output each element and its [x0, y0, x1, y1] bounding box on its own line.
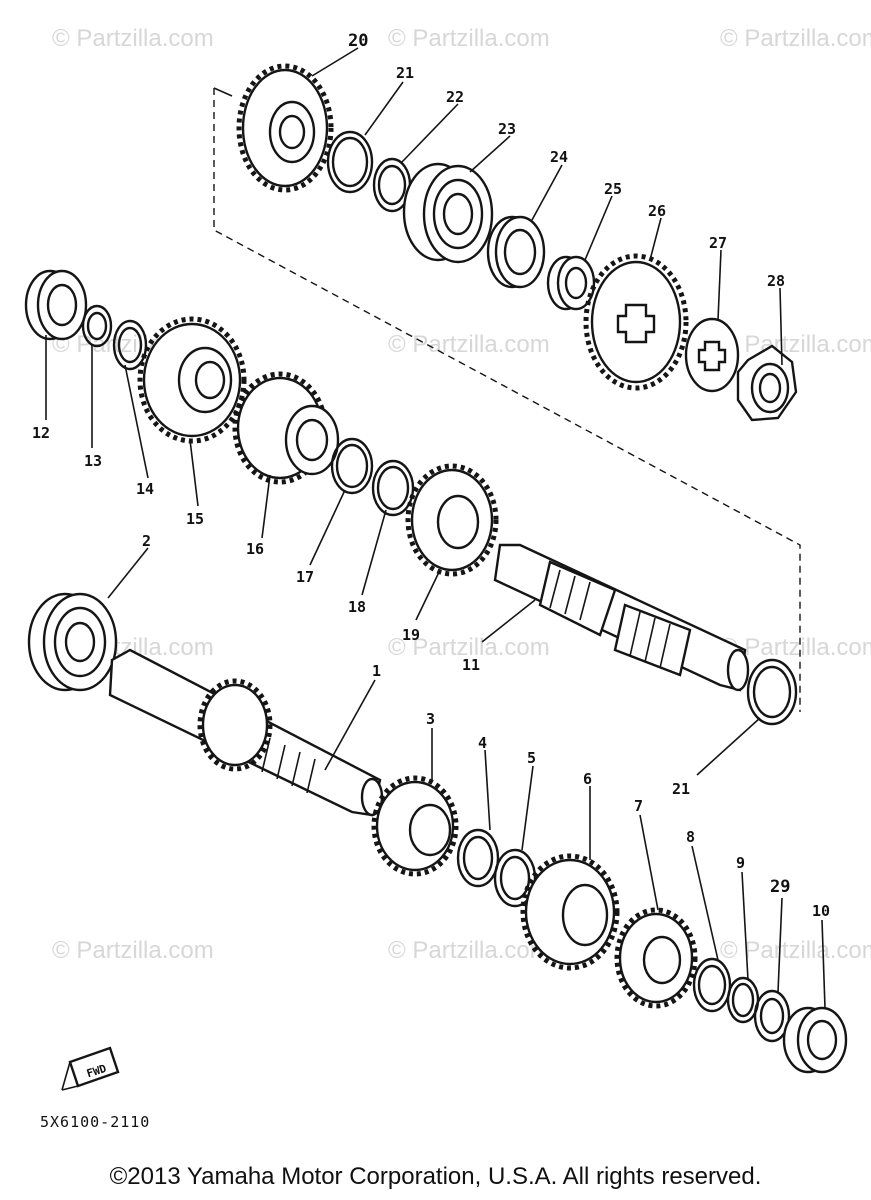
- fwd-label: FWD: [85, 1062, 108, 1081]
- watermark: © Partzilla.com: [52, 25, 214, 52]
- part-label-2: 2: [142, 532, 151, 550]
- part-8-washer[interactable]: [692, 957, 732, 1013]
- part-label-3: 3: [426, 710, 435, 728]
- part-27-lock-washer[interactable]: [684, 317, 740, 393]
- watermark: © Partzilla.com: [388, 331, 550, 358]
- part-18-washer[interactable]: [371, 459, 415, 517]
- part-12-bearing[interactable]: [24, 269, 88, 341]
- part-label-19: 19: [402, 626, 420, 644]
- fwd-arrow-icon: FWD: [61, 1046, 120, 1091]
- diagram-code: 5X6100-2110: [40, 1113, 151, 1131]
- part-label-7: 7: [634, 797, 643, 815]
- part-23-bearing[interactable]: [402, 162, 494, 264]
- part-label-12: 12: [32, 424, 50, 442]
- part-26-sprocket[interactable]: [583, 253, 689, 391]
- part-label-10: 10: [812, 902, 830, 920]
- part-label-8: 8: [686, 828, 695, 846]
- watermark: © Partzilla.com: [720, 937, 871, 964]
- part-label-9: 9: [736, 854, 745, 872]
- part-7-gear[interactable]: [614, 907, 698, 1009]
- part-label-28: 28: [767, 272, 785, 290]
- part-label-27: 27: [709, 234, 727, 252]
- part-1-main-axle[interactable]: [108, 648, 384, 817]
- part-label-21-lower: 21: [672, 780, 690, 798]
- watermark: © Partzilla.com: [388, 25, 550, 52]
- part-20-gear[interactable]: [236, 63, 334, 193]
- part-label-1: 1: [372, 662, 381, 680]
- bracket-tick: [213, 87, 233, 97]
- part-label-6: 6: [583, 770, 592, 788]
- part-label-15: 15: [186, 510, 204, 528]
- part-2-bearing[interactable]: [27, 592, 118, 692]
- part-5-circlip[interactable]: [493, 848, 537, 908]
- part-label-29: 29: [770, 877, 790, 897]
- part-labels: 20 21 22 23 24 25 26 27 28 12 13 14 15 1…: [32, 31, 830, 920]
- part-label-25: 25: [604, 180, 622, 198]
- part-label-20: 20: [348, 31, 368, 51]
- part-10-bearing[interactable]: [782, 1006, 848, 1074]
- part-15-gear[interactable]: [137, 316, 247, 444]
- part-label-16: 16: [246, 540, 264, 558]
- part-4-washer[interactable]: [456, 828, 500, 888]
- part-16-gear[interactable]: [232, 371, 340, 485]
- part-13-circlip[interactable]: [81, 304, 113, 348]
- leader-lines: [45, 47, 826, 1009]
- part-9-circlip[interactable]: [726, 976, 760, 1024]
- part-label-11: 11: [462, 656, 480, 674]
- watermark: © Partzilla.com: [388, 634, 550, 661]
- part-label-4: 4: [478, 734, 487, 752]
- part-17-circlip[interactable]: [330, 437, 374, 495]
- part-14-washer[interactable]: [112, 319, 148, 371]
- part-label-18: 18: [348, 598, 366, 616]
- watermark: © Partzilla.com: [720, 331, 871, 358]
- part-29-washer[interactable]: [753, 989, 791, 1043]
- part-19-gear[interactable]: [405, 463, 499, 577]
- part-label-17: 17: [296, 568, 314, 586]
- watermark: © Partzilla.com: [388, 937, 550, 964]
- watermark: © Partzilla.com: [52, 937, 214, 964]
- part-21-circlip-lower[interactable]: [746, 658, 798, 726]
- copyright-notice: ©2013 Yamaha Motor Corporation, U.S.A. A…: [109, 1163, 762, 1190]
- part-label-24: 24: [550, 148, 568, 166]
- part-label-22: 22: [446, 88, 464, 106]
- part-label-21: 21: [396, 64, 414, 82]
- part-label-5: 5: [527, 749, 536, 767]
- part-24-oil-seal[interactable]: [486, 215, 546, 289]
- part-25-collar[interactable]: [546, 255, 596, 311]
- part-3-gear[interactable]: [371, 775, 459, 877]
- part-6-gear[interactable]: [520, 853, 620, 971]
- part-label-26: 26: [648, 202, 666, 220]
- part-label-14: 14: [136, 480, 154, 498]
- part-21-circlip[interactable]: [326, 130, 374, 194]
- part-label-23: 23: [498, 120, 516, 138]
- part-label-13: 13: [84, 452, 102, 470]
- part-11-drive-axle[interactable]: [493, 543, 750, 692]
- watermark: © Partzilla.com: [720, 25, 871, 52]
- assembly-bracket: [213, 88, 801, 712]
